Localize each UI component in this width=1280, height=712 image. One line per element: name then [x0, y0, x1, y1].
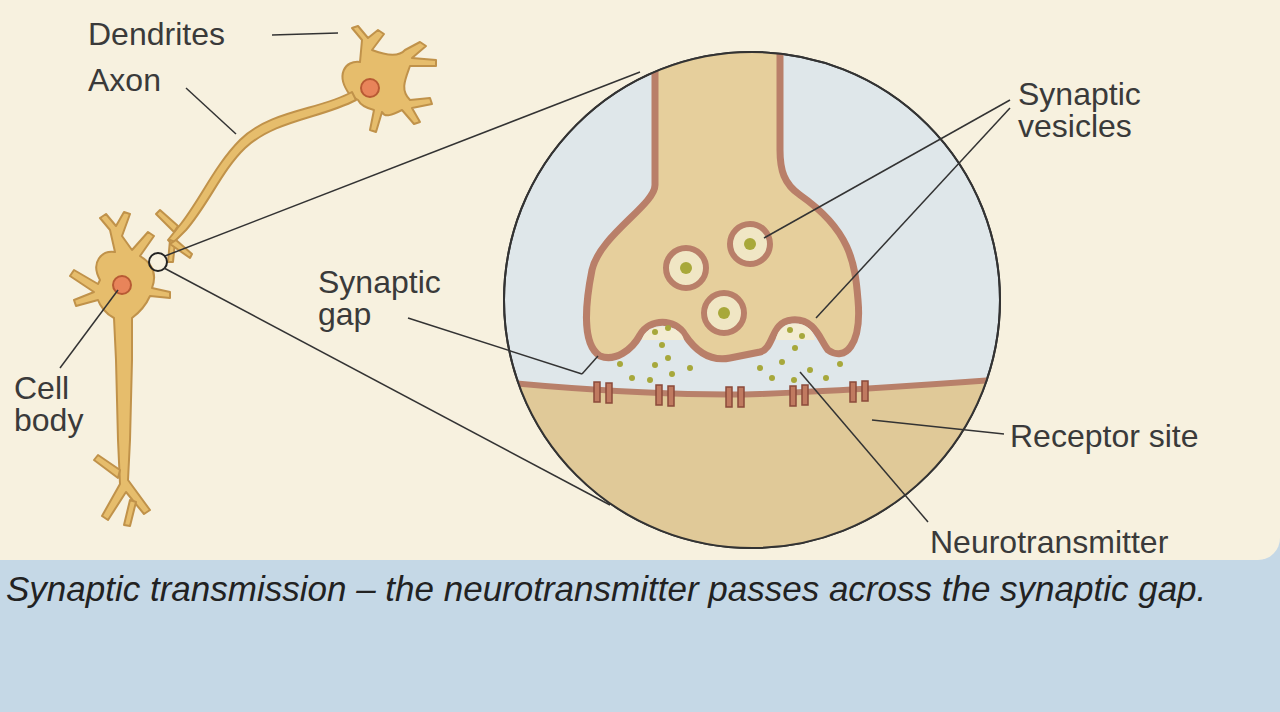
part-label: Neurotransmitter [930, 526, 1250, 558]
part-label: Cell body [14, 372, 124, 436]
part-label: Receptor site [1010, 420, 1275, 452]
figure-caption: Synaptic transmission – the neurotransmi… [6, 566, 1274, 612]
part-label: Synaptic vesicles [1018, 78, 1188, 142]
part-label: Dendrites [88, 18, 278, 50]
part-label: Synaptic gap [318, 266, 488, 330]
part-label: Axon [88, 64, 208, 96]
